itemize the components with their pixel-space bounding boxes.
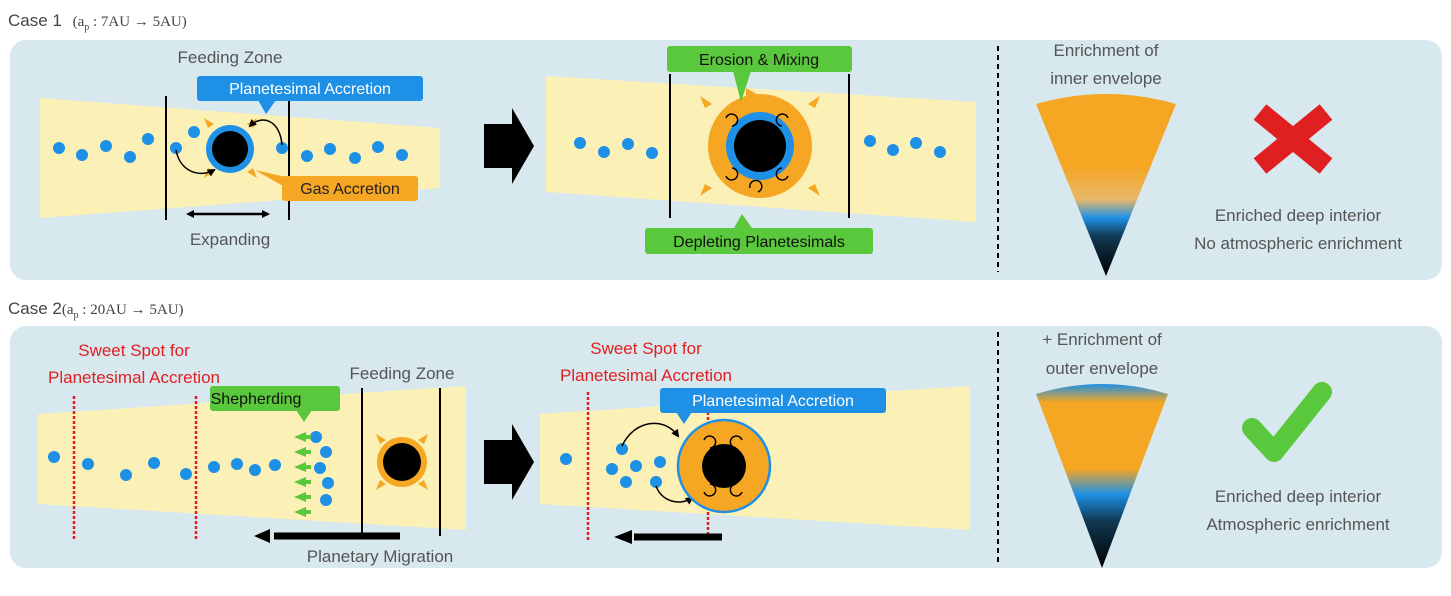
case2-disk-before	[38, 386, 466, 530]
svg-text:Gas Accretion: Gas Accretion	[300, 181, 400, 198]
case2-planetesimal-accretion-callout: Planetesimal Accretion	[660, 388, 886, 424]
case2-section: Case 2(ap : 20AU → 5AU) Sweet Spot for P…	[8, 299, 1442, 568]
planet-core	[212, 131, 248, 167]
sweet-spot-label: Sweet Spot for	[590, 339, 702, 358]
right-arrow-icon	[484, 108, 534, 184]
svg-text:Planetesimal Accretion: Planetesimal Accretion	[692, 393, 854, 410]
shepherding-callout: Shepherding	[210, 386, 340, 422]
planet-core	[702, 444, 746, 488]
case2-result-line2: Atmospheric enrichment	[1206, 515, 1390, 534]
case1-section: Case 1 (ap : 7AU → 5AU) Feeding Zone	[8, 11, 1442, 280]
right-arrow-icon	[484, 424, 534, 500]
planet-core	[383, 443, 421, 481]
case2-feeding-zone-label: Feeding Zone	[350, 364, 455, 383]
accretion-arrow	[248, 118, 283, 146]
case1-interior-cone	[1036, 94, 1176, 276]
accretion-arrow	[655, 485, 694, 505]
case2-interior-cone	[1036, 384, 1168, 568]
planet-core	[734, 120, 786, 172]
case1-planetesimal-accretion-callout: Planetesimal Accretion	[197, 76, 423, 114]
accretion-arrow	[621, 422, 680, 447]
case1-enrichment-label-2: inner envelope	[1050, 69, 1162, 88]
case2-result-line1: Enriched deep interior	[1215, 487, 1382, 506]
migration-arrow-head	[614, 530, 632, 544]
svg-text:Shepherding: Shepherding	[211, 391, 302, 408]
depleting-planetesimals-callout: Depleting Planetesimals	[645, 214, 873, 254]
case2-title: Case 2(ap : 20AU → 5AU)	[8, 299, 184, 321]
planetesimals	[53, 126, 408, 164]
sweet-spot-label: Sweet Spot for	[78, 341, 190, 360]
case1-result-line1: Enriched deep interior	[1215, 206, 1382, 225]
erosion-mixing-callout: Erosion & Mixing	[667, 46, 852, 102]
case1-title: Case 1 (ap : 7AU → 5AU)	[8, 11, 187, 33]
migration-arrow-head	[254, 529, 270, 543]
planetary-migration-label: Planetary Migration	[307, 547, 453, 566]
case1-result-line2: No atmospheric enrichment	[1194, 234, 1402, 253]
shepherding-arrows	[294, 432, 311, 517]
planetesimals	[48, 431, 334, 506]
case1-feeding-zone-label: Feeding Zone	[178, 48, 283, 67]
case1-gas-accretion-callout: Gas Accretion	[255, 170, 418, 201]
planetesimals	[574, 135, 946, 159]
cross-icon	[1253, 104, 1333, 174]
gas-inflow-arrows	[376, 434, 428, 490]
gas-inflow-arrows	[700, 88, 820, 196]
accretion-arrow	[175, 149, 216, 177]
case1-enrichment-label: Enrichment of	[1054, 41, 1159, 60]
case2-enrichment-label-2: outer envelope	[1046, 359, 1158, 378]
sweet-spot-label-2: Planetesimal Accretion	[48, 368, 220, 387]
mixing-arrows	[703, 435, 743, 497]
svg-text:Erosion & Mixing: Erosion & Mixing	[699, 52, 819, 69]
planetesimals	[560, 443, 666, 488]
case2-enrichment-label: + Enrichment of	[1042, 330, 1162, 349]
checkmark-icon	[1242, 382, 1332, 462]
svg-text:Depleting Planetesimals: Depleting Planetesimals	[673, 234, 845, 251]
mixing-arrows	[725, 113, 789, 193]
expanding-label: Expanding	[190, 230, 270, 249]
sweet-spot-label-2: Planetesimal Accretion	[560, 366, 732, 385]
svg-text:Planetesimal Accretion: Planetesimal Accretion	[229, 81, 391, 98]
